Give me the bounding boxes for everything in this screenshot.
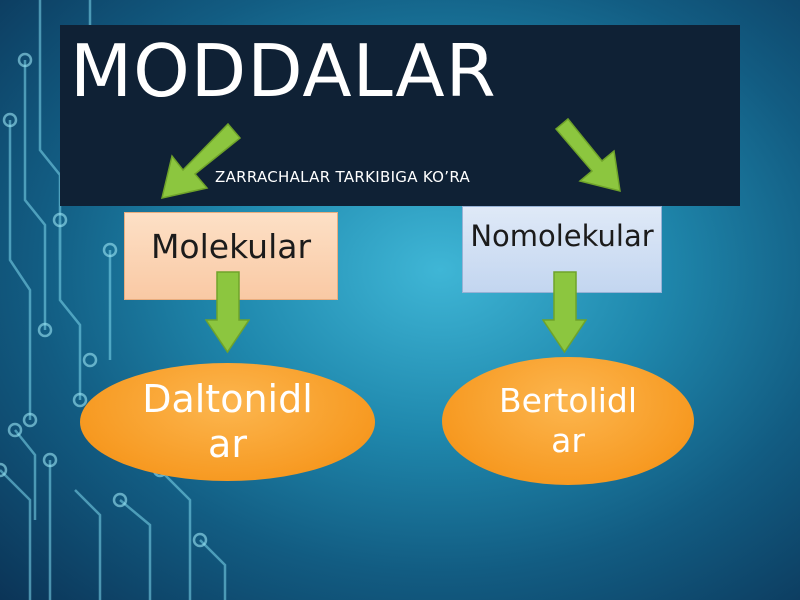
arrow-down-right-icon xyxy=(554,117,621,193)
node-daltonidlar: Daltonidlar xyxy=(80,363,375,481)
arrow-down-icon xyxy=(542,271,587,354)
arrow-down-left-icon xyxy=(160,122,242,199)
page-title: MODDALAR xyxy=(70,29,497,113)
node-molekular-label: Molekular xyxy=(150,227,312,266)
node-bertolidlar-label: Bertolidlar xyxy=(498,381,638,460)
node-daltonidlar-label: Daltonidlar xyxy=(142,377,313,466)
subtitle: ZARRACHALAR TARKIBIGA KO’RA xyxy=(215,168,471,186)
node-bertolidlar: Bertolidlar xyxy=(442,357,694,485)
node-nomolekular-label: Nomolekular xyxy=(470,219,654,253)
arrow-down-icon xyxy=(205,271,250,354)
